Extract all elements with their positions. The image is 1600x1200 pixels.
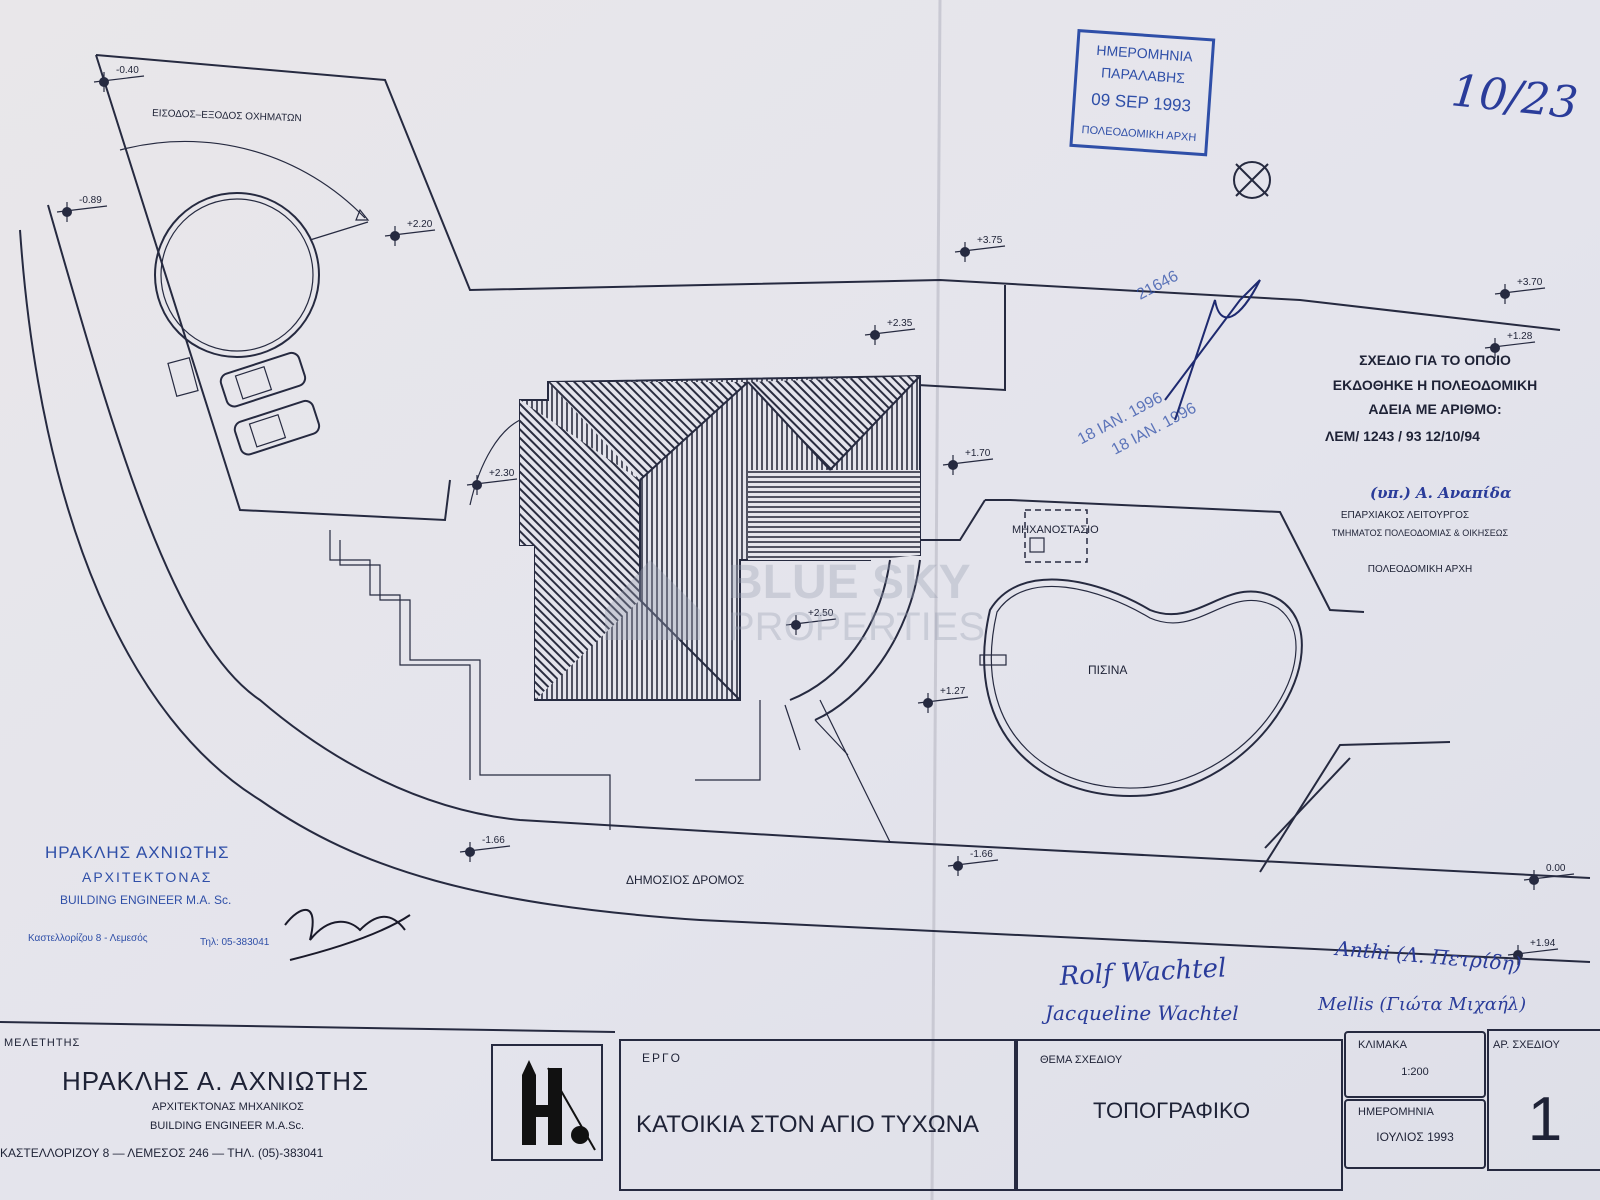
drawing-subject: ΤΟΠΟΓΡΑΦΙΚΟ [1093, 1098, 1250, 1123]
engineer-phone: Τηλ: 05-383041 [200, 937, 270, 948]
level-value: -1.66 [482, 835, 505, 846]
permit-number: ΛΕΜ/ 1243 / 93 12/10/94 [1325, 428, 1480, 444]
permit-role: ΤΜΗΜΑΤΟΣ ΠΟΛΕΟΔΟΜΙΑΣ & ΟΙΚΗΣΕΩΣ [1332, 528, 1509, 538]
watermark-brand: BLUE SKY [728, 556, 971, 609]
designer-title: ΑΡΧΙΤΕΚΤΟΝΑΣ ΜΗΧΑΝΙΚΟΣ [152, 1101, 304, 1113]
engineer-address: Καστελλορίζου 8 - Λεμεσός [28, 932, 148, 944]
permit-role: ΠΟΛΕΟΔΟΜΙΚΗ ΑΡΧΗ [1368, 564, 1472, 575]
engineer-signature [284, 909, 411, 961]
level-value: +2.30 [489, 468, 515, 479]
level-marker: +1.94 [1507, 938, 1559, 965]
level-marker: +1.28 [1484, 331, 1536, 358]
level-marker: 0.00 [1523, 863, 1575, 890]
subject-label: ΘΕΜΑ ΣΧΕΔΙΟΥ [1040, 1054, 1123, 1066]
level-value: +3.75 [977, 235, 1003, 246]
permit-stamp: ΣΧΕΔΙΟ ΓΙΑ ΤΟ ΟΠΟΙΟ ΕΚΔΟΘΗΚΕ Η ΠΟΛΕΟΔΟΜΙ… [1325, 352, 1537, 575]
project-label: ΕΡΓΟ [642, 1051, 682, 1065]
watermark-logo: BLUE SKY PROPERTIES [605, 556, 985, 649]
designer-title-en: BUILDING ENGINEER M.A.Sc. [150, 1120, 304, 1132]
engineer-name: ΗΡΑΚΛΗΣ ΑΧΝΙΩΤΗΣ [45, 843, 230, 862]
scale-value: 1:200 [1401, 1066, 1429, 1078]
level-value: +1.70 [965, 448, 991, 459]
level-marker: -0.89 [56, 195, 108, 222]
level-value: +1.27 [940, 686, 966, 697]
received-date-stamp: ΗΜΕΡΟΜΗΝΙΑ ΠΑΡΑΛΑΒΗΣ 09 SEP 1993 ΠΟΛΕΟΔΟ… [1069, 28, 1216, 157]
level-value: 0.00 [1546, 863, 1566, 874]
date-value: ΙΟΥΛΙΟΣ 1993 [1376, 1130, 1454, 1144]
level-value: -0.89 [79, 195, 102, 206]
public-road-label: ΔΗΜΟΣΙΟΣ ΔΡΟΜΟΣ [626, 873, 744, 887]
permit-line: ΑΔΕΙΑ ΜΕ ΑΡΙΘΜΟ: [1368, 401, 1501, 417]
vehicle-entrance-label: ΕΙΣΟΔΟΣ–ΕΞΟΔΟΣ ΟΧΗΜΑΤΩΝ [152, 108, 302, 124]
signature-owner2: Jacqueline Wachtel [1041, 1001, 1239, 1025]
level-marker: +1.27 [917, 686, 969, 713]
engineer-title: ΑΡΧΙΤΕΚΤΟΝΑΣ [82, 869, 212, 885]
stamp-line: ΗΜΕΡΟΜΗΝΙΑ [1096, 42, 1194, 65]
driveway-turning-circle [119, 140, 370, 358]
permit-role: ΕΠΑΡΧΙΑΚΟΣ ΛΕΙΤΟΥΡΓΟΣ [1341, 510, 1469, 521]
engineer-stamp: ΗΡΑΚΛΗΣ ΑΧΝΙΩΤΗΣ ΑΡΧΙΤΕΚΤΟΝΑΣ BUILDING E… [28, 843, 411, 961]
level-marker: +1.70 [942, 448, 994, 475]
project-name: ΚΑΤΟΙΚΙΑ ΣΤΟΝ ΑΓΙΟ ΤΥΧΩΝΑ [636, 1111, 979, 1138]
level-marker: +2.50 [785, 608, 837, 635]
machine-room: ΜΗΧΑΝΟΣΤΑΣΙΟ [1012, 509, 1099, 563]
level-value: +2.35 [887, 318, 913, 329]
swimming-pool: ΠΙΣΙΝΑ [979, 578, 1303, 797]
house-roof-plan [519, 374, 921, 701]
level-value: +1.94 [1530, 938, 1556, 949]
level-marker: -1.66 [459, 835, 511, 862]
title-block: ΜΕΛΕΤΗΤΗΣ ΗΡΑΚΛΗΣ Α. ΑΧΝΙΩΤΗΣ ΑΡΧΙΤΕΚΤΟΝ… [0, 1021, 1600, 1191]
level-value: -0.40 [116, 65, 139, 76]
paper-fold [930, 0, 942, 1200]
watermark-sub: PROPERTIES [728, 605, 985, 649]
architect-logo-icon [522, 1060, 596, 1151]
level-marker: +3.70 [1494, 277, 1546, 304]
level-markers: -0.40 -0.89 +2.20 +3.75 +3.70 +2.35 +1.28 +1.70… [56, 65, 1575, 965]
level-marker: +3.75 [954, 235, 1006, 262]
designer-name: ΗΡΑΚΛΗΣ Α. ΑΧΝΙΩΤΗΣ [62, 1066, 369, 1096]
permit-signatory: (υπ.) Α. Αναπίδα [1370, 484, 1512, 502]
designer-label: ΜΕΛΕΤΗΤΗΣ [4, 1037, 80, 1049]
level-value: -1.66 [970, 849, 993, 860]
level-marker: -0.40 [93, 65, 145, 92]
designer-address: ΚΑΣΤΕΛΛΟΡΙΖΟΥ 8 — ΛΕΜΕΣΟΣ 246 — ΤΗΛ. (05… [0, 1146, 324, 1160]
level-value: +2.20 [407, 219, 433, 230]
machine-room-label: ΜΗΧΑΝΟΣΤΑΣΙΟ [1012, 524, 1099, 536]
permit-line: ΕΚΔΟΘΗΚΕ Η ΠΟΛΕΟΔΟΜΙΚΗ [1333, 377, 1538, 393]
level-marker: -1.66 [947, 849, 999, 876]
signature-witness2: Mellis (Γιώτα Μιχαήλ) [1317, 994, 1526, 1015]
drawing-number: 1 [1528, 1085, 1562, 1154]
approval-signature [1164, 279, 1261, 421]
level-value: +2.50 [808, 608, 834, 619]
stamp-line: ΠΑΡΑΛΑΒΗΣ [1101, 64, 1186, 86]
scale-label: ΚΛΙΜΑΚΑ [1358, 1039, 1408, 1051]
pool-label: ΠΙΣΙΝΑ [1088, 663, 1127, 677]
date-label: ΗΜΕΡΟΜΗΝΙΑ [1358, 1106, 1434, 1118]
level-marker: +2.30 [466, 468, 518, 495]
north-arrow-icon [1233, 161, 1271, 199]
engineer-title-en: BUILDING ENGINEER M.A. Sc. [60, 893, 231, 907]
site-boundaries [19, 54, 1591, 963]
entrance-stairs [469, 419, 921, 756]
level-value: +1.28 [1507, 331, 1533, 342]
level-marker: +2.20 [384, 219, 436, 246]
level-value: +3.70 [1517, 277, 1543, 288]
drawing-number-label: ΑΡ. ΣΧΕΔΙΟΥ [1493, 1039, 1560, 1051]
parked-cars [167, 351, 321, 456]
permit-line: ΣΧΕΔΙΟ ΓΙΑ ΤΟ ΟΠΟΙΟ [1359, 352, 1511, 368]
level-marker: +2.35 [864, 318, 916, 345]
